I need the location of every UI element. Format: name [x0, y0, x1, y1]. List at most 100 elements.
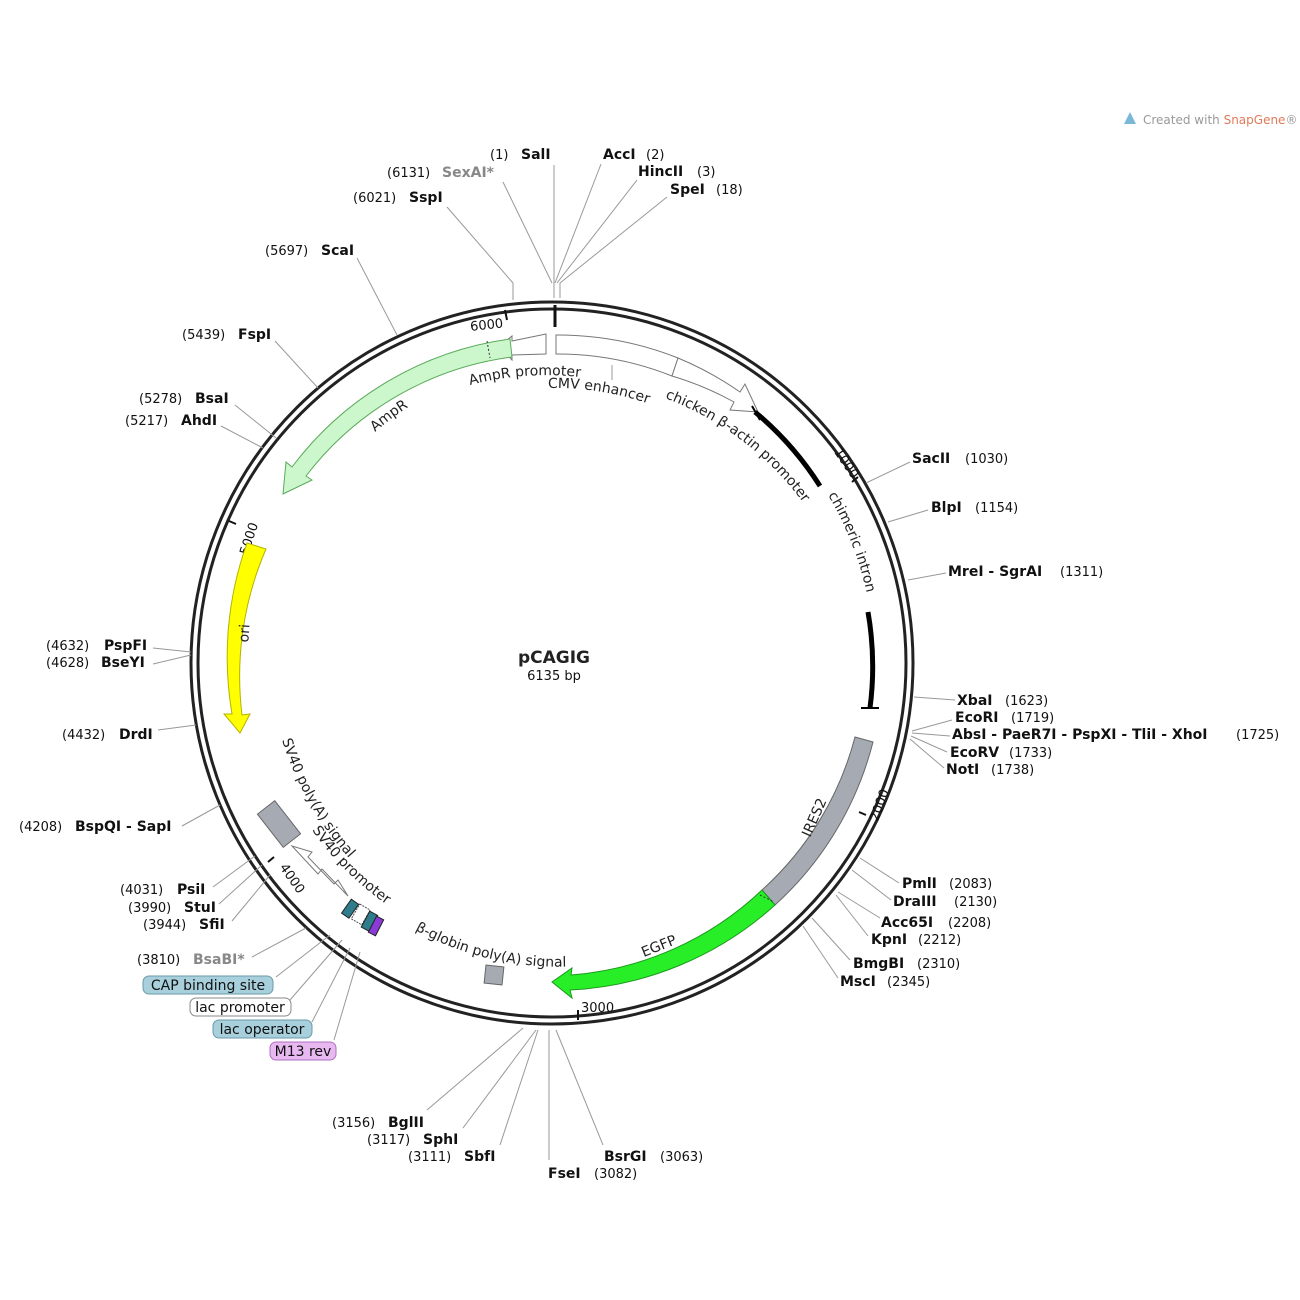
- enzyme-acci[interactable]: AccI (2): [603, 147, 664, 163]
- enzyme-bmgbi[interactable]: BmgBI (2310): [853, 956, 960, 972]
- svg-text:(4628): (4628): [46, 656, 89, 671]
- feature-sv40-promoter[interactable]: [290, 844, 349, 897]
- enzyme-xbai[interactable]: XbaI (1623): [957, 693, 1048, 709]
- tick-4000: 4000: [267, 856, 307, 897]
- svg-text:BsaBI*: BsaBI*: [193, 952, 245, 968]
- svg-text:(1733): (1733): [1009, 746, 1052, 761]
- svg-text:(3990): (3990): [128, 901, 171, 916]
- feature-sv40-polya[interactable]: [256, 799, 302, 849]
- svg-text:lac promoter: lac promoter: [195, 1000, 285, 1016]
- enzyme-ecori[interactable]: EcoRI (1719): [955, 710, 1054, 726]
- svg-text:(5278): (5278): [139, 392, 182, 407]
- enzyme-stui[interactable]: (3990) StuI: [128, 900, 216, 916]
- enzyme-sspi[interactable]: (6021) SspI: [353, 190, 443, 206]
- enzyme-hincii[interactable]: HincII (3): [638, 164, 715, 180]
- feature-label-chimeric-intron: chimeric intron: [825, 489, 879, 594]
- small-feature-cap-mark[interactable]: [340, 898, 360, 919]
- enzyme-acc65i[interactable]: Acc65I (2208): [881, 915, 991, 931]
- enzyme-fsei[interactable]: FseI (3082): [548, 1166, 637, 1182]
- enzyme-draiii[interactable]: DraIII (2130): [893, 894, 997, 910]
- enzyme-sphi[interactable]: (3117) SphI: [367, 1132, 458, 1148]
- svg-text:(1738): (1738): [991, 763, 1034, 778]
- small-feature-lac-operator[interactable]: lac operator: [212, 1019, 313, 1039]
- svg-text:(2208): (2208): [948, 916, 991, 931]
- feature-chimeric-intron-bottom[interactable]: [865, 611, 876, 709]
- enzyme-ecorv[interactable]: EcoRV (1733): [950, 745, 1052, 761]
- feature-chicken-actin-promoter[interactable]: [671, 357, 759, 413]
- enzyme-bsrgi[interactable]: BsrGI (3063): [604, 1149, 703, 1165]
- enzyme-psii[interactable]: (4031) PsiI: [120, 882, 205, 898]
- svg-text:(1154): (1154): [975, 501, 1018, 516]
- svg-text:PmlI: PmlI: [902, 876, 937, 892]
- feature-beta-globin-polya[interactable]: [483, 964, 505, 986]
- enzyme-msci[interactable]: MscI (2345): [840, 974, 930, 990]
- svg-text:AhdI: AhdI: [181, 413, 217, 429]
- enzyme-sbfi[interactable]: (3111) SbfI: [408, 1149, 495, 1165]
- svg-text:SexAI*: SexAI*: [442, 165, 495, 181]
- svg-text:(2212): (2212): [918, 933, 961, 948]
- credit-prefix: Created with: [1143, 113, 1224, 127]
- enzyme-blpi[interactable]: BlpI (1154): [931, 500, 1018, 516]
- svg-text:M13 rev: M13 rev: [275, 1044, 332, 1060]
- enzyme-sacii[interactable]: SacII (1030): [912, 451, 1008, 467]
- enzyme-mrei-sgrai[interactable]: MreI - SgrAI (1311): [948, 564, 1103, 580]
- snapgene-logo-icon: [1124, 112, 1136, 124]
- svg-text:BglII: BglII: [388, 1115, 424, 1131]
- enzyme-drdi[interactable]: (4432) DrdI: [62, 727, 153, 743]
- enzyme-noti[interactable]: NotI (1738): [946, 762, 1034, 778]
- svg-text:SfiI: SfiI: [199, 917, 225, 933]
- small-feature-lac-promoter-mark[interactable]: [350, 903, 371, 926]
- svg-text:FseI: FseI: [548, 1166, 581, 1182]
- feature-egfp[interactable]: [551, 889, 776, 1000]
- svg-text:(4208): (4208): [19, 820, 62, 835]
- backbone-outer: [189, 300, 915, 1026]
- small-feature-lac-promoter[interactable]: lac promoter: [189, 997, 292, 1017]
- svg-text:(1623): (1623): [1005, 694, 1048, 709]
- svg-text:MscI: MscI: [840, 974, 876, 990]
- enzyme-sali[interactable]: (1) SalI: [490, 147, 551, 163]
- feature-chimeric-intron-top[interactable]: [753, 410, 823, 488]
- small-feature-m13-mark[interactable]: [367, 915, 385, 937]
- enzyme-scai[interactable]: (5697) ScaI: [265, 243, 354, 259]
- svg-text:Created with SnapGene®: Created with SnapGene®: [1143, 113, 1297, 127]
- svg-text:NotI: NotI: [946, 762, 979, 778]
- enzyme-sexai[interactable]: (6131) SexAI*: [387, 165, 495, 181]
- enzyme-ahdi[interactable]: (5217) AhdI: [125, 413, 217, 429]
- svg-text:PspFI: PspFI: [104, 638, 147, 654]
- svg-text:(3156): (3156): [332, 1116, 375, 1131]
- enzyme-pmli[interactable]: PmlI (2083): [902, 876, 992, 892]
- svg-text:(4632): (4632): [46, 639, 89, 654]
- svg-text:(2083): (2083): [949, 877, 992, 892]
- svg-text:1000: 1000: [830, 446, 861, 482]
- enzyme-bseyi[interactable]: (4628) BseYI: [46, 655, 145, 671]
- small-feature-cap-binding-site[interactable]: CAP binding site: [142, 975, 274, 995]
- svg-text:(3117): (3117): [367, 1133, 410, 1148]
- svg-text:(18): (18): [716, 183, 743, 198]
- enzyme-sfii[interactable]: (3944) SfiI: [143, 917, 225, 933]
- small-feature-m13-rev[interactable]: M13 rev: [269, 1041, 337, 1061]
- plasmid-name: pCAGIG: [518, 648, 590, 668]
- svg-text:EcoRI: EcoRI: [955, 710, 998, 726]
- enzyme-pspfi[interactable]: (4632) PspFI: [46, 638, 147, 654]
- svg-text:3000: 3000: [581, 1001, 614, 1016]
- enzyme-fspi[interactable]: (5439) FspI: [182, 327, 271, 343]
- svg-text:AccI: AccI: [603, 147, 636, 163]
- svg-text:SphI: SphI: [423, 1132, 458, 1148]
- enzyme-absi-group[interactable]: AbsI - PaeR7I - PspXI - TliI - XhoI (172…: [952, 727, 1279, 743]
- tick-3000: 3000: [577, 1001, 614, 1020]
- backbone-inner: [196, 307, 908, 1019]
- svg-text:6000: 6000: [469, 316, 503, 334]
- svg-text:SacII: SacII: [912, 451, 950, 467]
- tick-1000: 1000: [830, 446, 861, 483]
- enzyme-spei[interactable]: SpeI (18): [670, 182, 743, 198]
- enzyme-bglii[interactable]: (3156) BglII: [332, 1115, 424, 1131]
- enzyme-bsabi[interactable]: (3810) BsaBI*: [137, 952, 245, 968]
- svg-text:SspI: SspI: [409, 190, 443, 206]
- enzyme-bsai[interactable]: (5278) BsaI: [139, 391, 229, 407]
- svg-text:(2): (2): [646, 148, 664, 163]
- svg-text:(6021): (6021): [353, 191, 396, 206]
- enzyme-bspqi-sapi[interactable]: (4208) BspQI - SapI: [19, 819, 171, 835]
- enzyme-kpni[interactable]: KpnI (2212): [871, 932, 961, 948]
- feature-ori[interactable]: [222, 542, 267, 734]
